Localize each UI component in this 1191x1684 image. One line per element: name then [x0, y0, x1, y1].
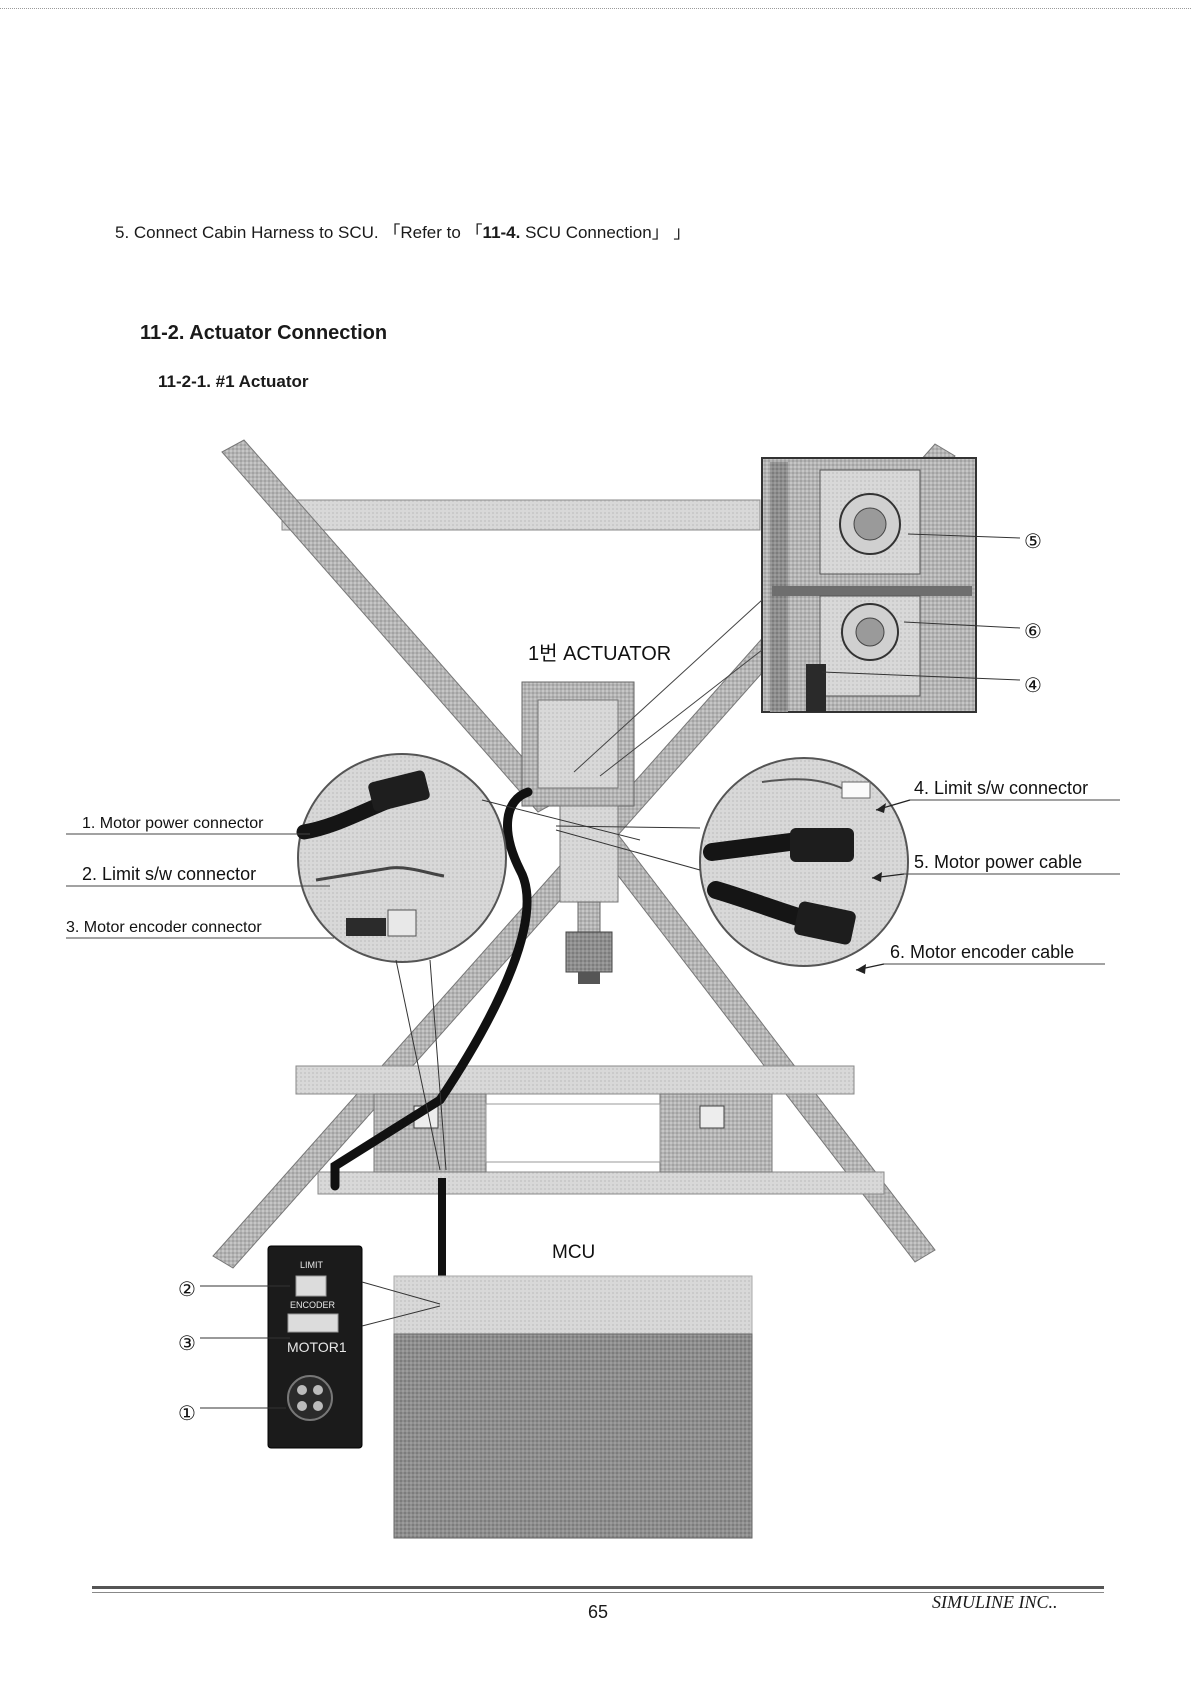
- mcu-label: MCU: [552, 1242, 595, 1263]
- actuator-motor-face: [537, 699, 619, 789]
- actuator-cylinder: [559, 805, 619, 903]
- panel-encoder-label: ENCODER: [290, 1300, 336, 1310]
- inset-marker-6: ⑥: [1024, 621, 1042, 643]
- actuator-cable: [330, 787, 533, 1191]
- subsection-heading: 11-2-1. #1 Actuator: [158, 372, 309, 391]
- mcu-connector-panel: [200, 1245, 441, 1449]
- panel-marker-1: ①: [178, 1403, 196, 1425]
- actuator-joint: [578, 972, 600, 984]
- panel-marker-3: ③: [178, 1333, 196, 1355]
- actuator-rod-end: [565, 931, 613, 973]
- inset-marker-4: ④: [1024, 675, 1042, 697]
- actuator-rod: [577, 901, 601, 933]
- right-callout-motor-power-cable: 5. Motor power cable: [914, 852, 1082, 872]
- left-detail-circle: [296, 753, 641, 1171]
- left-callout-motor-encoder-connector: 3. Motor encoder connector: [66, 919, 262, 936]
- frame-base-window: [485, 1103, 661, 1163]
- right-callout-motor-encoder-cable: 6. Motor encoder cable: [890, 942, 1074, 962]
- footer-rule-thick: [92, 1586, 1104, 1589]
- panel-limit-label: LIMIT: [300, 1260, 324, 1270]
- footer-rule-thin: [92, 1592, 1104, 1593]
- section-heading: 11-2. Actuator Connection: [140, 322, 388, 344]
- right-callout-lines: [855, 799, 1120, 974]
- left-callout-lines: [66, 833, 334, 939]
- frame-base-bottom: [317, 1171, 885, 1195]
- inset-marker-5: ⑤: [1024, 531, 1042, 553]
- top-dotted-rule: [0, 8, 1191, 9]
- company-name: SIMULINE INC..: [932, 1592, 1058, 1612]
- frame-top-bar: [281, 499, 761, 531]
- panel-motor-label: MOTOR1: [287, 1339, 347, 1355]
- mcu-body: [393, 1333, 753, 1539]
- step-instruction: 5. Connect Cabin Harness to SCU. 「Refer …: [115, 223, 691, 242]
- page-number: 65: [588, 1602, 609, 1622]
- right-callout-limit-sw-connector: 4. Limit s/w connector: [914, 778, 1088, 798]
- right-detail-circle: [555, 757, 909, 967]
- actuator-body: [521, 681, 635, 984]
- mount-bracket-right: [699, 1105, 725, 1129]
- connector-inset-photo: [573, 457, 1021, 777]
- mcu-top: [393, 1275, 753, 1335]
- actuator-label: 1번 ACTUATOR: [528, 642, 671, 665]
- left-callout-motor-power-connector: 1. Motor power connector: [82, 815, 264, 832]
- panel-marker-2: ②: [178, 1279, 196, 1301]
- left-callout-limit-sw-connector: 2. Limit s/w connector: [82, 864, 256, 884]
- frame-base-top: [295, 1065, 855, 1095]
